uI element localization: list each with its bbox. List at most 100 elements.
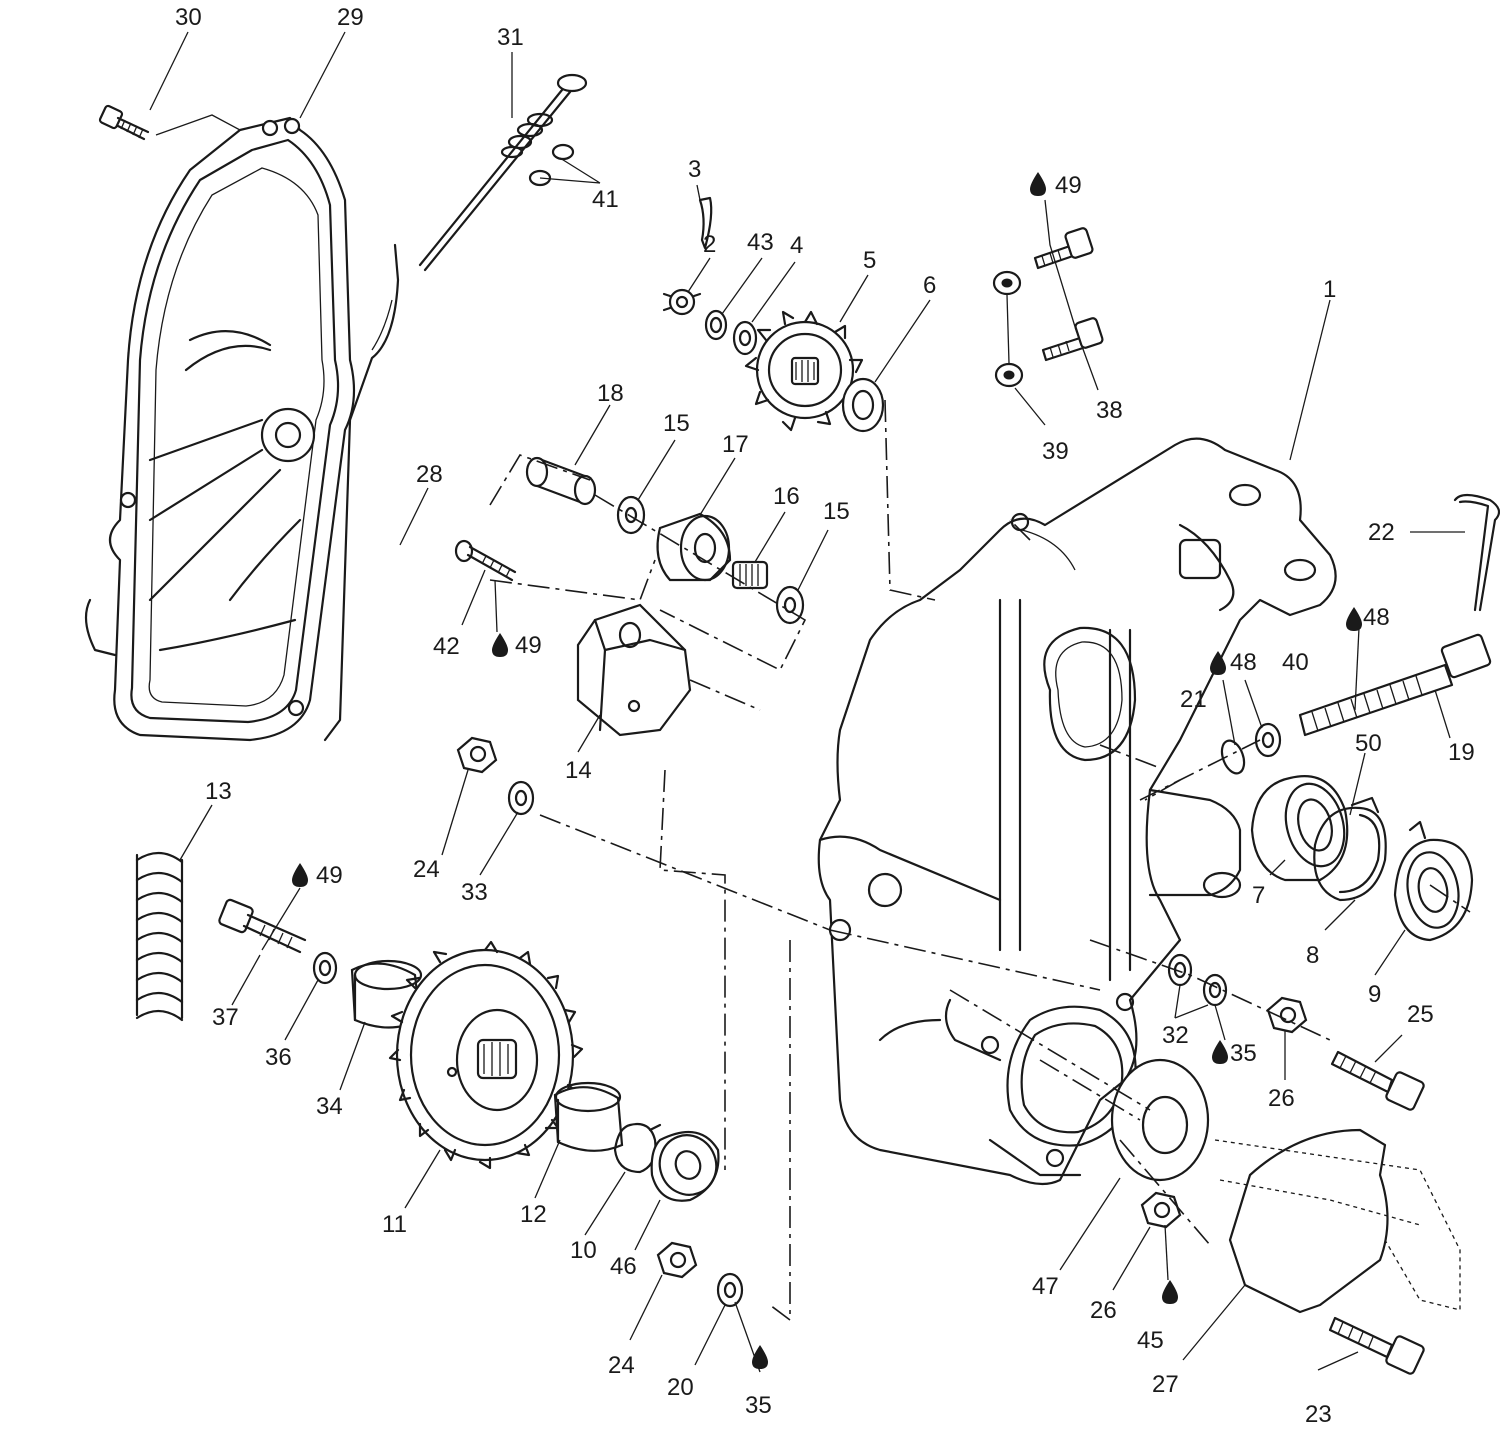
callout-39: 39: [1042, 438, 1069, 465]
callout-25: 25: [1407, 1001, 1434, 1028]
callout-42: 42: [433, 633, 460, 660]
callout-7: 7: [1252, 882, 1265, 909]
o-ring-21: [1220, 739, 1246, 775]
callout-20: 20: [667, 1374, 694, 1401]
callout-48-b: 48: [1230, 649, 1257, 676]
callout-11: 11: [382, 1211, 407, 1238]
callout-43: 43: [747, 229, 774, 256]
washer-4: [732, 320, 758, 356]
gasket-line: [371, 299, 393, 351]
sprocket-5: [744, 310, 864, 432]
washer-15-b: [775, 585, 805, 625]
callout-32: 32: [1162, 1022, 1189, 1049]
bolt-49-upper: [1033, 227, 1094, 270]
callout-15-b: 15: [823, 498, 850, 525]
spacer-12: [553, 1081, 624, 1152]
callout-33: 33: [461, 879, 488, 906]
callout-49-b: 49: [515, 632, 542, 659]
leader-lines: [149, 31, 1465, 1373]
needle-bearing-16: [731, 560, 769, 590]
seal-47: [1110, 1058, 1210, 1182]
chaincase-cover: [84, 116, 356, 742]
cotter-pin: [1453, 493, 1500, 612]
callout-15-a: 15: [663, 410, 690, 437]
callout-29: 29: [337, 4, 364, 31]
callout-37: 37: [212, 1004, 239, 1031]
callout-36: 36: [265, 1044, 292, 1071]
bushing-18: [525, 456, 597, 506]
circlip-8: [1313, 806, 1387, 902]
callout-14: 14: [565, 757, 592, 784]
cover-bolt: [98, 104, 241, 141]
tensioner-block: [576, 603, 692, 737]
assembly-lines: [489, 399, 1471, 1322]
callout-1: 1: [1323, 276, 1336, 303]
callout-8: 8: [1306, 942, 1319, 969]
bolt-23: [1328, 1316, 1425, 1375]
callout-49-a: 49: [1055, 172, 1082, 199]
callout-46: 46: [610, 1253, 637, 1280]
castle-nut-2: [662, 288, 702, 316]
callout-12: 12: [520, 1201, 547, 1228]
screw-42: [454, 539, 517, 582]
washer-40: [1254, 722, 1282, 758]
dipstick: [418, 73, 588, 272]
washer-6: [841, 377, 885, 433]
nut-26-upper: [1266, 996, 1308, 1034]
snap-ring-10: [613, 1122, 657, 1174]
bearing-7: [1250, 775, 1349, 882]
callout-48-a: 48: [1363, 604, 1390, 631]
nut-24-upper: [456, 736, 498, 774]
roller-17: [656, 512, 732, 582]
callout-10: 10: [570, 1237, 597, 1264]
drive-chain: [135, 851, 184, 1022]
sprocket-11: [388, 940, 584, 1170]
cotter-pin-3: [698, 196, 713, 250]
washer-39: [992, 270, 1024, 388]
callout-50: 50: [1355, 730, 1382, 757]
washer-35: [1202, 973, 1228, 1007]
callout-27: 27: [1152, 1371, 1179, 1398]
callout-labels: 1 2 3 4 5 6 7 8 9 10 11 12 13 14 15 15 1…: [175, 4, 1475, 1428]
callout-38: 38: [1096, 397, 1123, 424]
nut-26-lower: [1140, 1191, 1182, 1229]
callout-22: 22: [1368, 519, 1395, 546]
bearing-46: [650, 1130, 720, 1202]
bolt-37: [218, 898, 307, 954]
callout-19: 19: [1448, 739, 1475, 766]
callout-24-b: 24: [608, 1352, 635, 1379]
callout-49-c: 49: [316, 862, 343, 889]
callout-5: 5: [863, 247, 876, 274]
callout-23: 23: [1305, 1401, 1332, 1428]
washer-33: [507, 780, 535, 816]
callout-30: 30: [175, 4, 202, 31]
callout-24-a: 24: [413, 856, 440, 883]
callout-2: 2: [703, 231, 716, 258]
gasket-27: [1214, 1128, 1461, 1314]
gasket: [323, 243, 400, 742]
callout-26-a: 26: [1268, 1085, 1295, 1112]
callout-6: 6: [923, 272, 936, 299]
callout-26-b: 26: [1090, 1297, 1117, 1324]
callout-34: 34: [316, 1093, 343, 1120]
callout-18: 18: [597, 380, 624, 407]
callout-16: 16: [773, 483, 800, 510]
oil-drop-icon: [292, 172, 1362, 1369]
callout-47: 47: [1032, 1273, 1059, 1300]
callout-40: 40: [1282, 649, 1309, 676]
callout-35-a: 35: [1230, 1040, 1257, 1067]
adjuster-bolt: [1298, 633, 1492, 737]
callout-35-b: 35: [745, 1392, 772, 1419]
callout-45: 45: [1137, 1327, 1164, 1354]
callout-13: 13: [205, 778, 232, 805]
bolt-38: [1041, 317, 1104, 362]
washer-36: [312, 951, 338, 985]
callout-41: 41: [592, 186, 619, 213]
callout-4: 4: [790, 232, 803, 259]
washer-15-a: [616, 495, 646, 535]
washer-32: [1167, 953, 1193, 987]
bolt-25: [1330, 1050, 1425, 1111]
callout-31: 31: [497, 24, 524, 51]
washer-20: [716, 1272, 744, 1308]
